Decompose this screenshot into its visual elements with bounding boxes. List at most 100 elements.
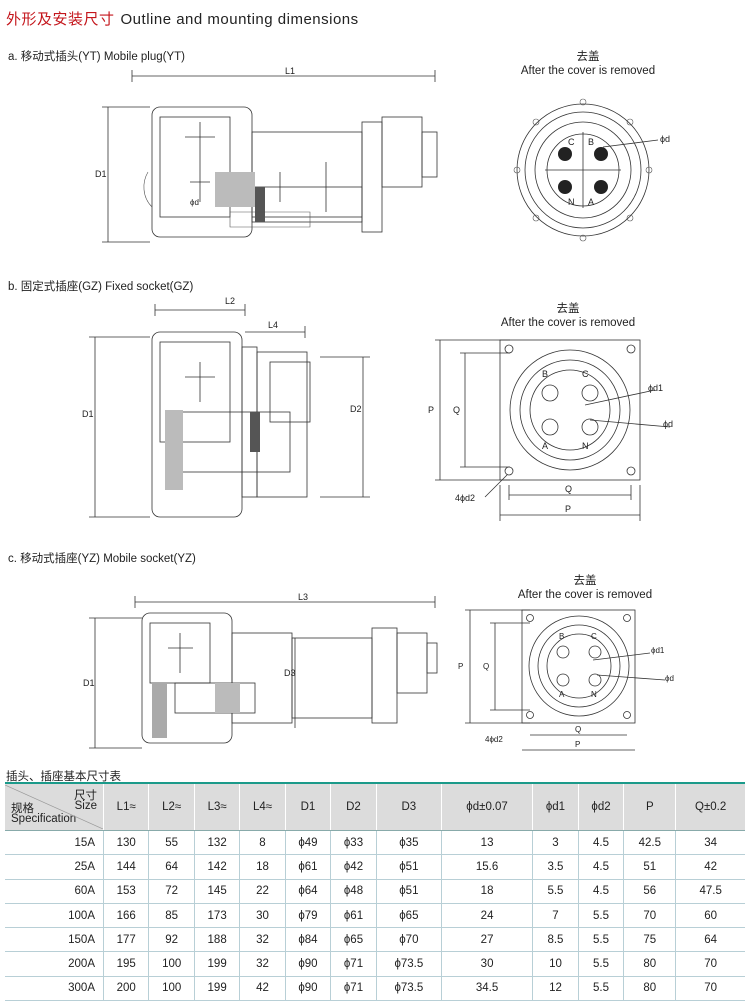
table-cell: 132 <box>194 830 241 856</box>
table-cell: ϕ64 <box>285 879 332 904</box>
label-Q-bottom-b: Q <box>565 484 572 494</box>
table-cell: ϕ65 <box>376 903 442 929</box>
pin-label-N-b: N <box>582 441 589 451</box>
pin-label-C-b: C <box>582 369 589 379</box>
spec-cell: 100A <box>5 903 104 929</box>
table-cell: 27 <box>441 927 534 953</box>
table-cell: 199 <box>194 976 241 1001</box>
col-header: D2 <box>330 784 377 831</box>
label-D1: D1 <box>95 169 107 179</box>
table-cell: 30 <box>441 951 534 977</box>
table-cell: 130 <box>103 830 150 856</box>
table-cell: 72 <box>148 879 195 904</box>
page-title-cn: 外形及安装尺寸 <box>6 11 115 28</box>
table-cell: 64 <box>675 927 745 953</box>
col-header: D1 <box>285 784 332 831</box>
section-a-title: a. 移动式插头(YT) Mobile plug(YT) <box>8 51 186 63</box>
fixed-socket-side-drawing: L2 L4 D1 D2 <box>82 296 370 518</box>
label-d2-b: 4ϕd2 <box>455 493 475 503</box>
table-cell: 5.5 <box>578 976 625 1001</box>
table-cell: 200 <box>103 976 150 1001</box>
pin-label-A: A <box>588 197 594 207</box>
table-cell: ϕ35 <box>376 830 442 856</box>
label-d1-c: ϕd1 <box>651 646 665 655</box>
page-title-en: Outline and mounting dimensions <box>120 11 359 28</box>
table-cell: 30 <box>239 903 286 929</box>
table-cell: ϕ48 <box>330 879 377 904</box>
mobile-socket-face-drawing: B C A N ϕd1 ϕd P Q Q P 4ϕd2 <box>458 609 674 751</box>
label-P-side-c: P <box>458 662 463 671</box>
col-header: P <box>623 784 677 831</box>
table-cell: ϕ33 <box>330 830 377 856</box>
table-cell: ϕ65 <box>330 927 377 953</box>
label-L1: L1 <box>285 66 295 76</box>
table-cell: ϕ84 <box>285 927 332 953</box>
fixed-socket-face-drawing: B C A N ϕd1 ϕd P Q Q P 4ϕd2 <box>428 339 673 521</box>
section-c-title: c. 移动式插座(YZ) Mobile socket(YZ) <box>8 553 196 565</box>
col-header: L2≈ <box>148 784 195 831</box>
table-cell: 177 <box>103 927 150 953</box>
table-cell: 195 <box>103 951 150 977</box>
cover-caption-c: 去盖 After the cover is removed <box>505 574 665 602</box>
label-L3: L3 <box>298 592 308 602</box>
col-header: ϕd1 <box>532 784 579 831</box>
table-cell: 153 <box>103 879 150 904</box>
table-cell: ϕ70 <box>376 927 442 953</box>
label-L4: L4 <box>268 320 278 330</box>
mobile-socket-side-drawing: L3 D1 D3 <box>83 592 438 749</box>
table-cell: 32 <box>239 951 286 977</box>
table-cell: 56 <box>623 879 677 904</box>
pin-label-N-c: N <box>591 690 597 699</box>
table-cell: ϕ90 <box>285 951 332 977</box>
label-Q-side-c: Q <box>483 662 489 671</box>
label-D1-c: D1 <box>83 678 95 688</box>
cover-caption-en: After the cover is removed <box>520 65 656 77</box>
col-header: Q±0.2 <box>675 784 745 831</box>
table-cell: 4.5 <box>578 830 625 856</box>
table-cell: 70 <box>675 951 745 977</box>
col-header: L1≈ <box>103 784 150 831</box>
spec-cell: 200A <box>5 951 104 977</box>
table-cell: 55 <box>148 830 195 856</box>
table-cell: 173 <box>194 903 241 929</box>
col-header: ϕd±0.07 <box>441 784 534 831</box>
cover-caption-cn: 去盖 <box>576 51 600 63</box>
table-cell: 5.5 <box>578 951 625 977</box>
table-cell: 7 <box>532 903 579 929</box>
table-cell: 5.5 <box>578 903 625 929</box>
col-header: ϕd2 <box>578 784 625 831</box>
pin-label-C: C <box>568 137 575 147</box>
label-P-bottom-c: P <box>575 740 580 749</box>
page-title: 外形及安装尺寸 Outline and mounting dimensions <box>6 8 359 29</box>
header-size-cn: 尺寸 <box>74 790 97 802</box>
table-cell: 8.5 <box>532 927 579 953</box>
table-top-rule <box>5 782 745 784</box>
col-header: D3 <box>376 784 442 831</box>
table-cell: 100 <box>148 951 195 977</box>
spec-cell: 15A <box>5 830 104 856</box>
table-cell: 24 <box>441 903 534 929</box>
table-cell: 166 <box>103 903 150 929</box>
table-cell: 12 <box>532 976 579 1001</box>
table-cell: 80 <box>623 951 677 977</box>
table-title: 插头、插座基本尺寸表 <box>6 771 121 783</box>
table-cell: ϕ49 <box>285 830 332 856</box>
cover-caption-en: After the cover is removed <box>500 317 636 329</box>
table-cell: 34.5 <box>441 976 534 1001</box>
table-cell: 10 <box>532 951 579 977</box>
label-P-bottom-b: P <box>565 504 571 514</box>
table-cell: 145 <box>194 879 241 904</box>
label-D2: D2 <box>350 404 362 414</box>
pin-label-B: B <box>588 137 594 147</box>
table-cell: 32 <box>239 927 286 953</box>
spec-cell: 300A <box>5 976 104 1001</box>
table-cell: 51 <box>623 854 677 880</box>
table-cell: ϕ90 <box>285 976 332 1001</box>
pin-label-N: N <box>568 197 575 207</box>
pin-label-A-b: A <box>542 441 548 451</box>
spec-cell: 60A <box>5 879 104 904</box>
label-D3: D3 <box>284 668 296 678</box>
